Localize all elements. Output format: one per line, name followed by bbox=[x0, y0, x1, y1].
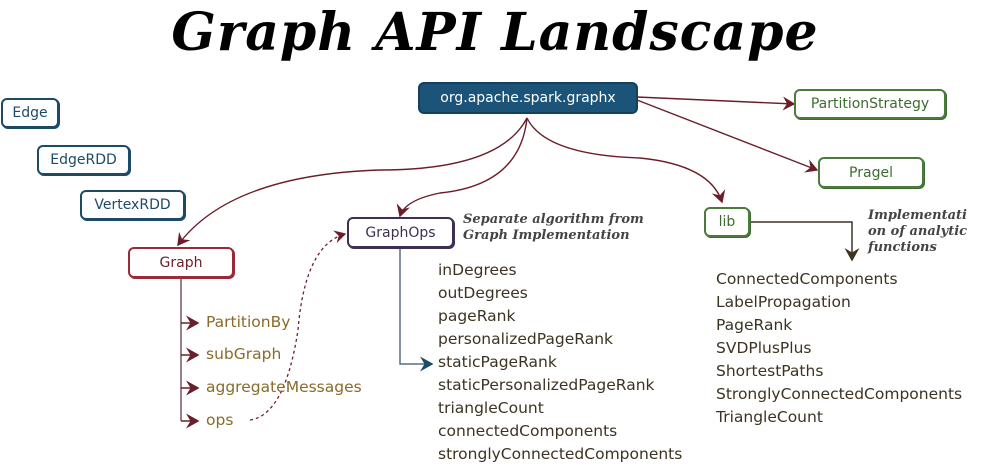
graphops-methods-list: inDegrees outDegrees pageRank personaliz… bbox=[438, 259, 682, 466]
lib-function-item[interactable]: ShortestPaths bbox=[716, 362, 824, 380]
lib-function-item[interactable]: ConnectedComponents bbox=[716, 270, 898, 288]
graphops-method-item[interactable]: outDegrees bbox=[438, 284, 528, 302]
graphops-note: Separate algorithm from Graph Implementa… bbox=[463, 212, 644, 244]
graphops-method-item[interactable]: connectedComponents bbox=[438, 422, 618, 440]
lib-function-item[interactable]: PageRank bbox=[716, 316, 793, 334]
node-lib[interactable]: lib bbox=[704, 207, 750, 237]
graphops-trunk-line bbox=[399, 248, 434, 372]
graphops-method-item[interactable]: pageRank bbox=[438, 307, 516, 325]
lib-note-line2: on of analytic bbox=[868, 224, 968, 239]
lib-note-line1: Implementati bbox=[868, 208, 967, 223]
graph-method-item[interactable]: aggregateMessages bbox=[206, 378, 362, 396]
lib-note-line3: functions bbox=[868, 240, 937, 255]
graphops-method-item[interactable]: staticPersonalizedPageRank bbox=[438, 376, 655, 394]
graphops-method-item[interactable]: staticPageRank bbox=[438, 353, 557, 371]
lib-note: Implementati on of analytic functions bbox=[868, 208, 967, 256]
graphops-note-line2: Graph Implementation bbox=[463, 228, 630, 243]
edge-root-graph bbox=[177, 117, 528, 247]
node-graphops[interactable]: GraphOps bbox=[347, 217, 454, 248]
lib-function-item[interactable]: LabelPropagation bbox=[716, 293, 851, 311]
graphops-method-item[interactable]: inDegrees bbox=[438, 261, 517, 279]
node-pregel[interactable]: Pragel bbox=[818, 157, 924, 188]
edge-root-partitionstrategy bbox=[636, 96, 796, 111]
graphops-method-item[interactable]: personalizedPageRank bbox=[438, 330, 614, 348]
lib-function-item[interactable]: StronglyConnectedComponents bbox=[716, 385, 963, 403]
node-edgerdd[interactable]: EdgeRDD bbox=[37, 145, 130, 175]
edge-root-pregel bbox=[636, 99, 819, 173]
graph-method-item[interactable]: ops bbox=[206, 411, 234, 429]
graph-method-item[interactable]: PartitionBy bbox=[206, 313, 291, 331]
graphops-method-item[interactable]: stronglyConnectedComponents bbox=[438, 445, 683, 463]
node-edge[interactable]: Edge bbox=[1, 98, 59, 128]
edge-root-lib bbox=[526, 117, 726, 204]
node-partitionstrategy[interactable]: PartitionStrategy bbox=[794, 89, 946, 119]
lib-function-item[interactable]: TriangleCount bbox=[716, 408, 823, 426]
lib-functions-list: ConnectedComponents LabelPropagation Pag… bbox=[716, 268, 962, 429]
node-graph[interactable]: Graph bbox=[128, 247, 234, 278]
diagram-title: Graph API Landscape bbox=[171, 2, 819, 63]
graphops-note-line1: Separate algorithm from bbox=[463, 212, 644, 227]
lib-connector-line bbox=[750, 221, 860, 262]
node-org-apache-spark-graphx[interactable]: org.apache.spark.graphx bbox=[418, 82, 638, 114]
edge-root-graphops bbox=[396, 117, 528, 218]
lib-function-item[interactable]: SVDPlusPlus bbox=[716, 339, 812, 357]
graph-method-item[interactable]: subGraph bbox=[206, 345, 282, 363]
node-vertexrdd[interactable]: VertexRDD bbox=[80, 190, 185, 220]
graphops-method-item[interactable]: triangleCount bbox=[438, 399, 544, 417]
